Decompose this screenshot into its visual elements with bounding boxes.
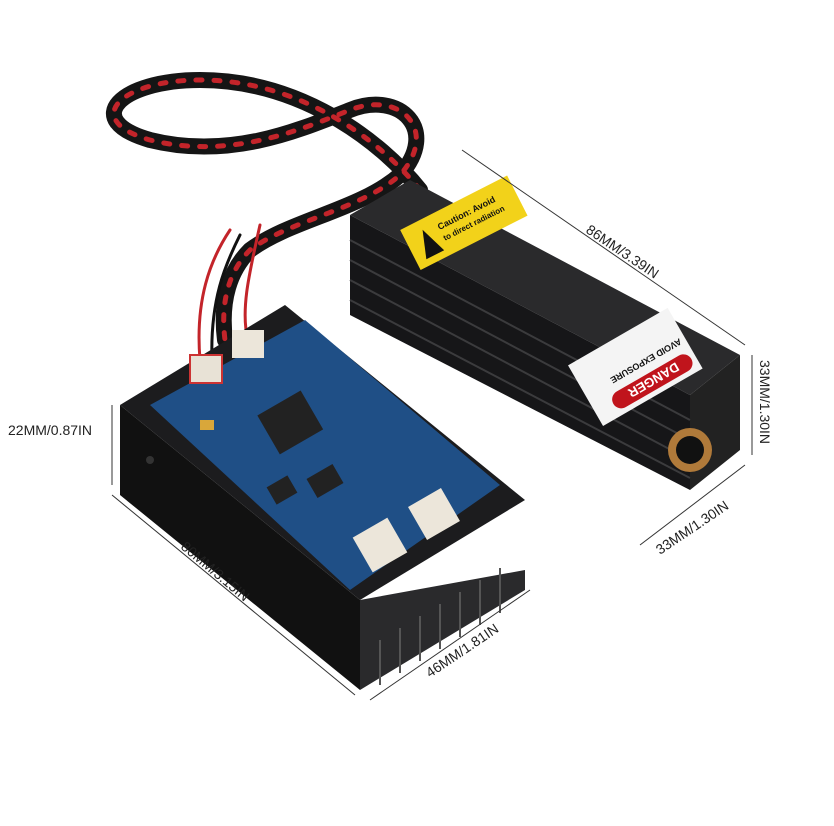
dimension-laser-width: 33MM/1.30IN (653, 497, 732, 557)
dimension-driver-height: 22MM/0.87IN (8, 422, 92, 438)
dimension-laser-height: 33MM/1.30IN (757, 360, 773, 444)
driver-board (150, 320, 500, 590)
dimension-laser-length: 86MM/3.39IN (583, 221, 662, 281)
dimension-lines (111, 149, 753, 701)
laser-module: Caution: Avoid to direct radiation DANGE… (349, 175, 740, 490)
danger-label: DANGER AVOID EXPOSURE (568, 307, 703, 426)
